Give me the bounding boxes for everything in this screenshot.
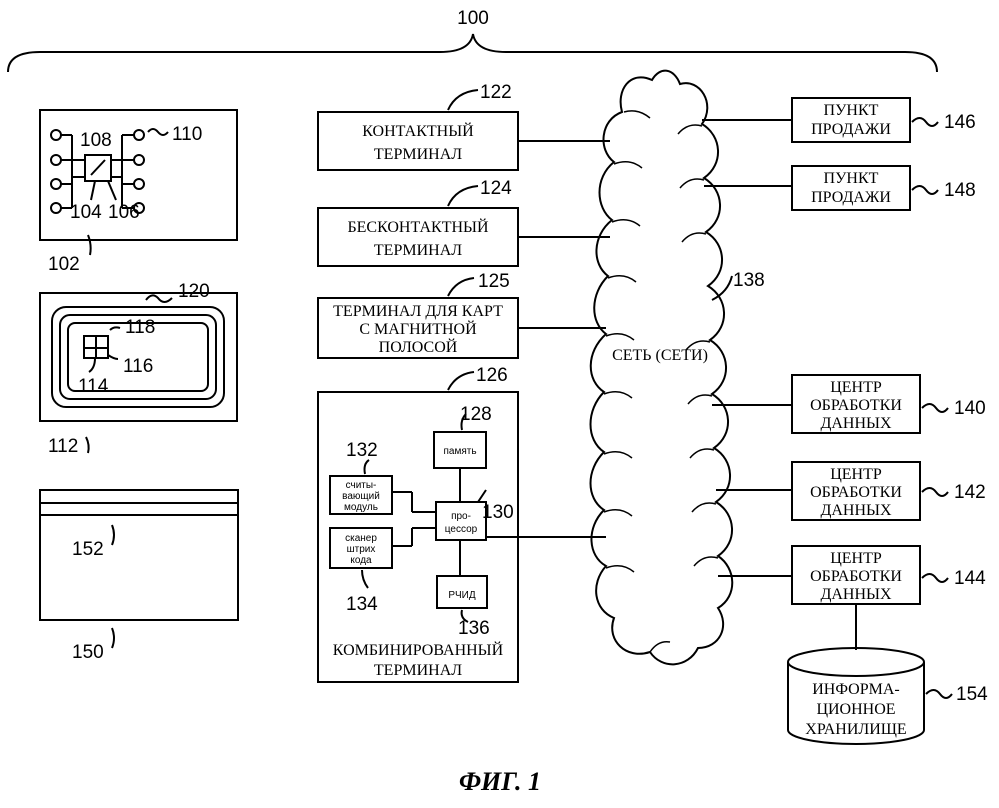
magstripe-terminal-line1: ТЕРМИНАЛ ДЛЯ КАРТ [333, 303, 503, 320]
combo-terminal-line2: ТЕРМИНАЛ [374, 662, 462, 679]
storage-line2: ЦИОННОЕ [816, 701, 895, 718]
storage-line3: ХРАНИЛИЩЕ [805, 721, 906, 738]
leader-154 [926, 690, 952, 698]
scanner-line1: сканер [345, 533, 377, 544]
contactless-terminal-line2: ТЕРМИНАЛ [374, 242, 462, 259]
leader-124 [448, 186, 478, 206]
reader-line3: модуль [344, 502, 378, 513]
label-116: 116 [123, 356, 153, 377]
contactless-chip [84, 327, 120, 372]
label-152: 152 [72, 539, 104, 560]
pos-146-line1: ПУНКТ [824, 102, 879, 119]
label-146: 146 [944, 112, 976, 133]
memory-label: память [443, 446, 476, 457]
contact-terminal-line2: ТЕРМИНАЛ [374, 146, 462, 163]
storage-line1: ИНФОРМА- [812, 681, 900, 698]
label-128: 128 [460, 404, 492, 425]
label-154: 154 [956, 684, 988, 705]
center-140-line1: ЦЕНТР [830, 379, 882, 396]
label-140: 140 [954, 398, 986, 419]
label-106: 106 [108, 202, 140, 223]
magstripe-card [40, 490, 238, 620]
scanner-line3: кода [350, 555, 372, 566]
center-140-line3: ДАННЫХ [820, 415, 892, 432]
label-114: 114 [78, 376, 109, 397]
label-102: 102 [48, 254, 80, 275]
label-144: 144 [954, 568, 986, 589]
label-120: 120 [178, 281, 210, 302]
contactless-terminal-line1: БЕСКОНТАКТНЫЙ [347, 217, 489, 236]
label-122: 122 [480, 82, 512, 103]
contact-terminal-line1: КОНТАКТНЫЙ [362, 121, 474, 140]
leader-146 [912, 118, 938, 126]
system-brace [8, 34, 937, 72]
magstripe-terminal-line3: ПОЛОСОЙ [379, 337, 458, 356]
magstripe-terminal-line2: С МАГНИТНОЙ [359, 319, 477, 338]
combo-wiring [392, 468, 460, 576]
scanner-line2: штрих [347, 544, 376, 555]
leader-148 [912, 186, 938, 194]
reader-line2: вающий [342, 491, 380, 502]
label-136: 136 [458, 618, 490, 639]
label-124: 124 [480, 178, 512, 199]
label-148: 148 [944, 180, 976, 201]
center-142-line3: ДАННЫХ [820, 502, 892, 519]
leader-150 [112, 628, 114, 648]
label-138: 138 [733, 270, 765, 291]
processor-line2: цессор [445, 524, 478, 535]
label-134: 134 [346, 594, 378, 615]
leader-152 [112, 525, 114, 545]
center-142-line1: ЦЕНТР [830, 466, 882, 483]
label-110: 110 [172, 124, 202, 145]
processor-line1: про- [451, 511, 471, 522]
label-150: 150 [72, 642, 104, 663]
rfid-label: РЧИД [448, 590, 476, 601]
pos-146-line2: ПРОДАЖИ [811, 121, 891, 138]
label-132: 132 [346, 440, 378, 461]
leader-134 [362, 570, 368, 588]
label-142: 142 [954, 482, 986, 503]
cloud-inner-arcs [604, 111, 718, 652]
label-130: 130 [482, 502, 514, 523]
leader-122 [448, 90, 478, 110]
pos-148-line1: ПУНКТ [824, 170, 879, 187]
label-108: 108 [80, 130, 112, 151]
label-100: 100 [457, 8, 489, 29]
label-104: 104 [70, 202, 102, 223]
leader-144 [922, 574, 948, 582]
center-140-line2: ОБРАБОТКИ [810, 397, 902, 414]
label-126: 126 [476, 365, 508, 386]
label-125: 125 [478, 271, 510, 292]
leader-132 [365, 460, 370, 474]
combo-terminal-line1: КОМБИНИРОВАННЫЙ [333, 640, 504, 659]
center-142-line2: ОБРАБОТКИ [810, 484, 902, 501]
center-144-line1: ЦЕНТР [830, 550, 882, 567]
reader-line1: считы- [346, 480, 377, 491]
leader-112 [86, 437, 89, 453]
network-label: СЕТЬ (СЕТИ) [612, 347, 708, 364]
center-144-line2: ОБРАБОТКИ [810, 568, 902, 585]
figure-caption: ФИГ. 1 [459, 767, 541, 796]
leader-125 [448, 278, 474, 296]
label-118: 118 [125, 317, 155, 338]
leader-126 [448, 372, 474, 390]
center-144-line3: ДАННЫХ [820, 586, 892, 603]
leader-140 [922, 404, 948, 412]
leader-130 [478, 490, 486, 502]
label-112: 112 [48, 436, 78, 457]
leader-142 [922, 488, 948, 496]
network-cloud [591, 71, 733, 665]
pos-148-line2: ПРОДАЖИ [811, 189, 891, 206]
